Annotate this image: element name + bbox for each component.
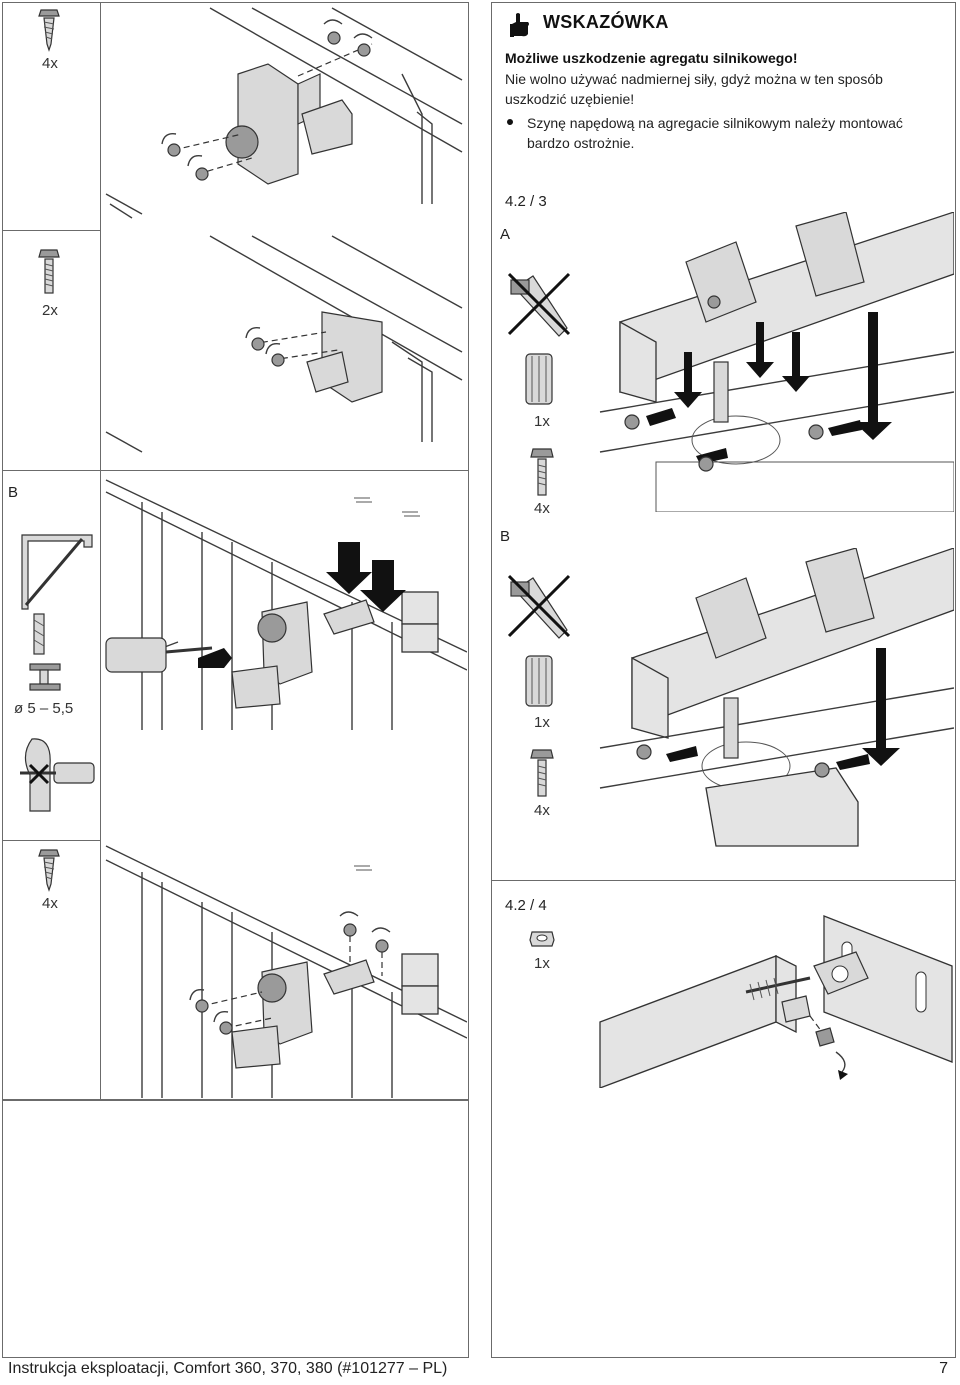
left-column-frame: [2, 2, 469, 1100]
note-heading: Możliwe uszkodzenie agregatu silnikowego…: [505, 50, 798, 66]
drill-bit-icon: [29, 613, 61, 691]
left-column-lower-frame: [2, 1100, 469, 1358]
illustration-rail-mount-a: [599, 212, 954, 512]
left-row-divider-3: [2, 840, 100, 841]
left-row-divider-1: [2, 230, 100, 231]
bottom-screw-qty: 4x: [42, 895, 58, 912]
footer-document-title: Instrukcja eksploatacji, Comfort 360, 37…: [8, 1360, 448, 1377]
left-row-divider-2: [2, 470, 469, 471]
section-b-label: B: [8, 484, 19, 501]
mid-bolt-qty: 2x: [42, 302, 58, 319]
b-screw-qty: 4x: [534, 802, 550, 819]
note-text: Nie wolno używać nadmiernej siły, gdyż m…: [505, 71, 883, 107]
b-sleeve-qty: 1x: [534, 714, 550, 731]
note-title: WSKAZÓWKA: [543, 12, 669, 32]
step-4-2-3: 4.2 / 3: [505, 193, 547, 210]
bullet-icon: [507, 119, 513, 125]
screw-icon-b: [530, 749, 554, 797]
hex-nut-icon: [529, 931, 555, 947]
drill-size: ø 5 – 5,5: [14, 700, 74, 717]
left-column-separator: [100, 2, 101, 1100]
step-4-2-4: 4.2 / 4: [505, 897, 547, 914]
self-tapping-screw-icon-bottom: [38, 849, 60, 892]
note-bullet-text: Szynę napędową na agregacie silnikowym n…: [527, 115, 903, 151]
a-sleeve-qty: 1x: [534, 413, 550, 430]
page-number: 7: [939, 1360, 948, 1377]
right-column-frame: [491, 2, 956, 1358]
top-screw-qty: 4x: [42, 55, 58, 72]
sleeve-icon-a: [525, 353, 553, 405]
illustration-bracket-door-bottom: [105, 845, 467, 1098]
illustration-rail-to-bracket: [599, 915, 953, 1088]
screw-icon-a: [530, 448, 554, 496]
no-wrench-icon-b: [507, 574, 571, 639]
no-wrench-icon-a: [507, 272, 571, 337]
illustration-bracket-door-mid: [105, 235, 463, 453]
self-tapping-screw-icon: [38, 9, 60, 52]
no-impact-driver-icon: [20, 738, 95, 812]
hex-bolt-icon: [38, 249, 60, 294]
angle-bracket-icon: [21, 534, 93, 610]
sleeve-icon-b: [525, 655, 553, 707]
step-4-2-3-label-b: B: [500, 528, 511, 545]
a-screw-qty: 4x: [534, 500, 550, 517]
right-row-divider: [491, 880, 956, 881]
illustration-rail-mount-b: [599, 548, 954, 847]
warning-hand-icon: [510, 13, 529, 37]
nut-qty: 1x: [534, 955, 550, 972]
step-4-2-3-label-a: A: [500, 226, 511, 243]
illustration-drilling-section-b: [105, 479, 467, 730]
illustration-bracket-door-top: [105, 7, 463, 219]
